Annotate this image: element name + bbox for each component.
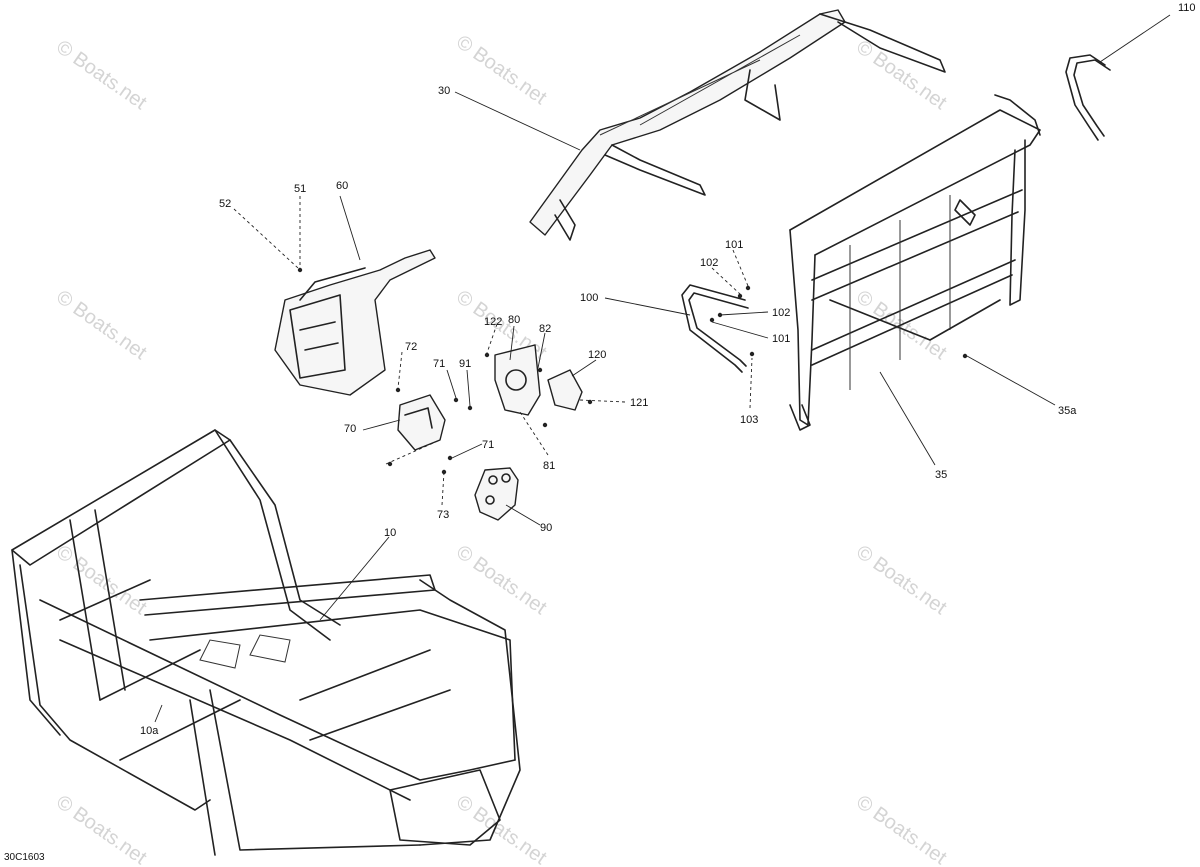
watermark-layer: © Boats.net © Boats.net © Boats.net © Bo… [52,31,951,867]
watermark: © Boats.net [852,36,951,114]
main-frame [11,429,521,856]
callout-80: 80 [508,314,520,326]
callout-102: 102 [700,257,718,269]
bracket-70 [397,394,446,451]
callout-51: 51 [294,183,306,195]
callout-35: 35 [935,469,947,481]
callout-103: 103 [740,414,758,426]
callout-122: 122 [484,316,502,328]
callout-81: 81 [543,460,555,472]
callout-82: 82 [539,323,551,335]
callout-72: 72 [405,341,417,353]
callout-102: 102 [772,307,790,319]
bracket-120 [547,369,583,411]
watermark: © Boats.net [852,541,951,619]
figure-id: 30C1603 [4,852,45,863]
watermark: © Boats.net [452,791,551,867]
watermark: © Boats.net [852,791,951,867]
callout-91: 91 [459,358,471,370]
watermark: © Boats.net [452,541,551,619]
callout-101: 101 [725,239,743,251]
callout-110: 110 [1178,2,1196,14]
mount-90 [474,467,519,521]
leader-lines [154,14,1171,723]
callout-120: 120 [588,349,606,361]
roll-cage-top [529,9,946,241]
callout-10: 10 [384,527,396,539]
callout-71: 71 [482,439,494,451]
bracket-bar-100 [681,284,749,373]
callout-10a: 10a [140,725,159,737]
callout-52: 52 [219,198,231,210]
callout-70: 70 [344,423,356,435]
callout-121: 121 [630,397,648,409]
callouts: 10 10a 30 35 35a 51 52 60 70 71 71 72 73… [140,2,1196,737]
rear-cage [789,94,1041,431]
callout-101: 101 [772,333,790,345]
loop-bar-110 [1065,54,1111,141]
plate-80 [494,344,541,416]
hardware-dots [297,267,968,475]
watermark: © Boats.net [52,36,151,114]
watermark: © Boats.net [52,286,151,364]
callout-35a: 35a [1058,405,1077,417]
callout-73: 73 [437,509,449,521]
callout-71: 71 [433,358,445,370]
callout-100: 100 [580,292,598,304]
callout-90: 90 [540,522,552,534]
callout-60: 60 [336,180,348,192]
watermark: © Boats.net [52,791,151,867]
callout-30: 30 [438,85,450,97]
tray-assembly-60 [274,249,436,396]
